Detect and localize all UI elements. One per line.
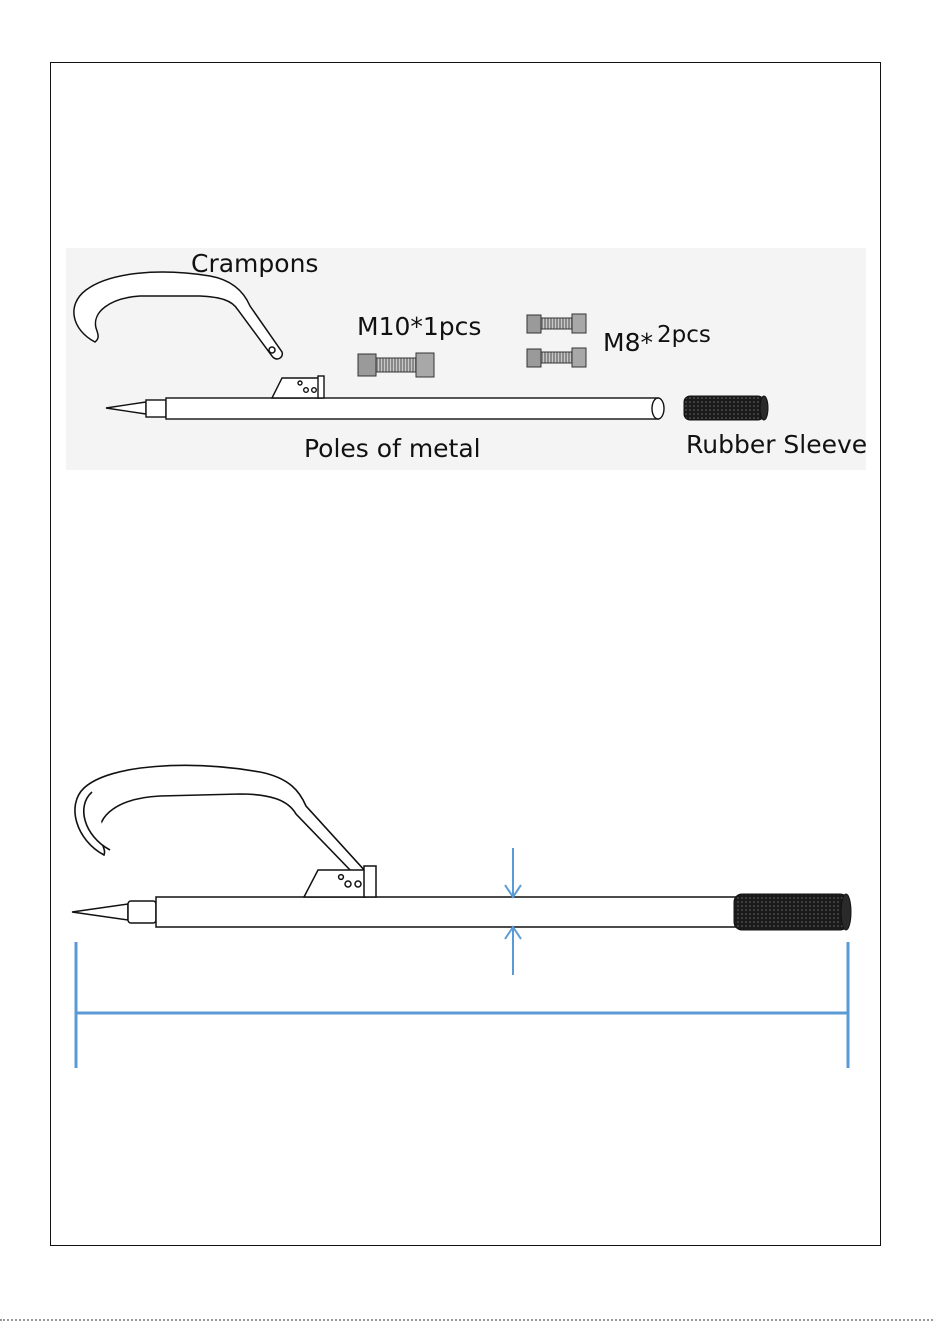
crampons-label: Crampons xyxy=(191,251,318,276)
m10-bolt-icon xyxy=(358,353,434,377)
metal-pole-icon xyxy=(106,376,664,419)
crampon-hook-icon xyxy=(74,272,282,359)
rubber-sleeve-icon xyxy=(684,396,768,420)
length-dimension-icon xyxy=(76,942,848,1068)
rubber-sleeve-label: Rubber Sleeve xyxy=(686,432,867,457)
m8-bolt-icon xyxy=(527,314,586,333)
page-bottom-divider xyxy=(0,1319,933,1321)
m10-bolt-label: M10*1pcs xyxy=(357,314,481,339)
assembled-rubber-sleeve-icon xyxy=(734,894,851,930)
poles-label: Poles of metal xyxy=(304,436,481,461)
m8-bolt-label-suffix: 2pcs xyxy=(657,324,711,347)
m8-bolt-label-prefix: M8* xyxy=(603,330,653,355)
assembled-crampon-icon xyxy=(75,765,366,872)
m8-bolt-icon xyxy=(527,348,586,367)
assembled-pole-icon xyxy=(72,866,736,927)
